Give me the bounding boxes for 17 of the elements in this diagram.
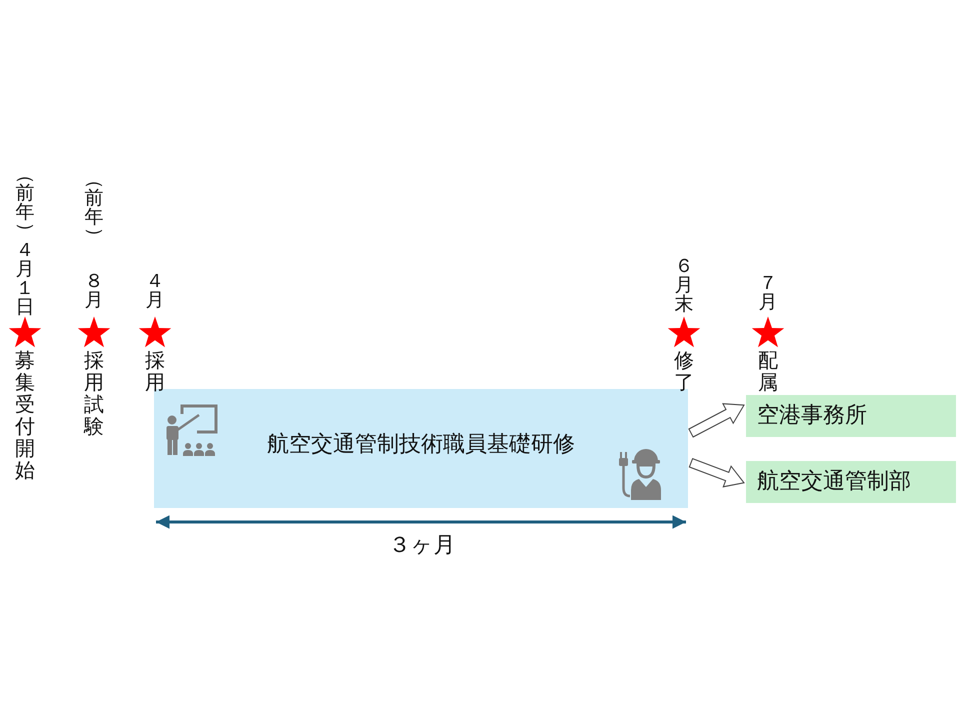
date-label: ６月末 <box>674 257 694 314</box>
destination-box: 航空交通管制部 <box>746 461 956 503</box>
destination-box: 空港事務所 <box>746 395 956 437</box>
date-label: ４月 <box>144 272 166 310</box>
duration-label: ３ヶ月 <box>388 533 456 559</box>
block-arrow <box>688 403 745 438</box>
event-label: 配属 <box>757 349 779 393</box>
block-arrow <box>688 458 745 488</box>
date-label: （前年）４月１日 <box>14 165 36 317</box>
event-label: 修了 <box>673 349 695 393</box>
event-label: 採用 <box>144 349 166 393</box>
date-label: ８月 <box>84 272 104 310</box>
event-label: 募集受付開始 <box>14 349 36 481</box>
date-label: ７月 <box>758 274 778 312</box>
course-title: 航空交通管制技術職員基礎研修 <box>267 432 575 458</box>
year-note: （前年） <box>84 170 104 246</box>
event-label: 採用試験 <box>83 349 105 437</box>
